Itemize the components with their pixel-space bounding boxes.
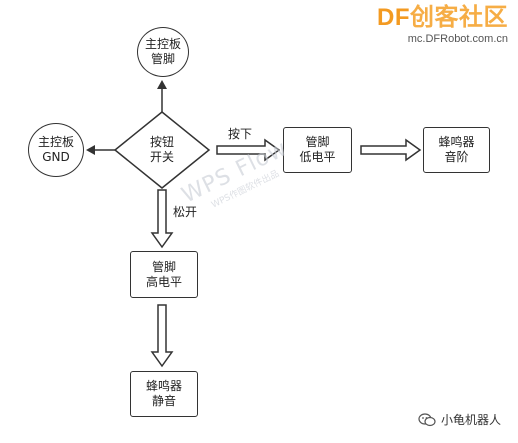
brand-logo-latin: DF: [377, 4, 410, 31]
node-gnd-line-2: GND: [42, 150, 70, 164]
decision-label: 按钮 开关: [124, 128, 200, 172]
node-pin-low: 管脚 低电平: [283, 127, 352, 173]
node-buzzer-silent-line-2: 静音: [151, 394, 176, 408]
node-pin-low-line-1: 管脚: [305, 135, 330, 149]
block-arrow-to-silent: [150, 304, 174, 368]
brand-logo-cn: 创客社区: [410, 4, 508, 31]
node-pin-top-line-2: 管脚: [150, 52, 175, 66]
node-buzzer-tone-line-1: 蜂鸣器: [438, 135, 475, 149]
arrow-head-left: [86, 145, 95, 155]
wechat-account-name: 小龟机器人: [441, 413, 502, 427]
decision-line-1: 按钮: [149, 135, 174, 149]
brand-url: mc.DFRobot.com.cn: [407, 33, 508, 45]
node-pin-high-line-1: 管脚: [151, 259, 176, 274]
node-buzzer-tone-line-2: 音阶: [444, 150, 469, 164]
node-pin-top: 主控板 管脚: [137, 27, 189, 77]
brand-logo-text: DF创客社区: [377, 4, 508, 32]
node-pin-top-line-1: 主控板: [144, 37, 181, 51]
node-pin-high: 管脚 高电平: [130, 251, 198, 298]
node-buzzer-silent: 蜂鸣器 静音: [130, 371, 198, 417]
wechat-account-badge: 小龟机器人: [418, 411, 501, 428]
arrow-head-up: [157, 80, 167, 89]
node-buzzer-silent-line-1: 蜂鸣器: [145, 379, 182, 393]
edge-label-release: 松开: [173, 205, 198, 219]
decision-diamond: [113, 111, 211, 189]
node-gnd: 主控板 GND: [28, 123, 84, 177]
node-buzzer-tone: 蜂鸣器 音阶: [423, 127, 490, 173]
brand-logo: DF创客社区 mc.DFRobot.com.cn: [377, 4, 508, 45]
block-arrow-press: [216, 138, 281, 162]
edge-label-press: 按下: [228, 127, 253, 141]
decision-line-2: 开关: [149, 150, 174, 164]
wechat-icon: [418, 412, 436, 427]
block-arrow-release: [150, 189, 174, 249]
node-pin-high-line-2: 高电平: [145, 274, 182, 289]
node-pin-low-line-2: 低电平: [299, 150, 336, 164]
node-gnd-line-1: 主控板: [37, 135, 74, 149]
block-arrow-to-tone: [360, 138, 422, 162]
